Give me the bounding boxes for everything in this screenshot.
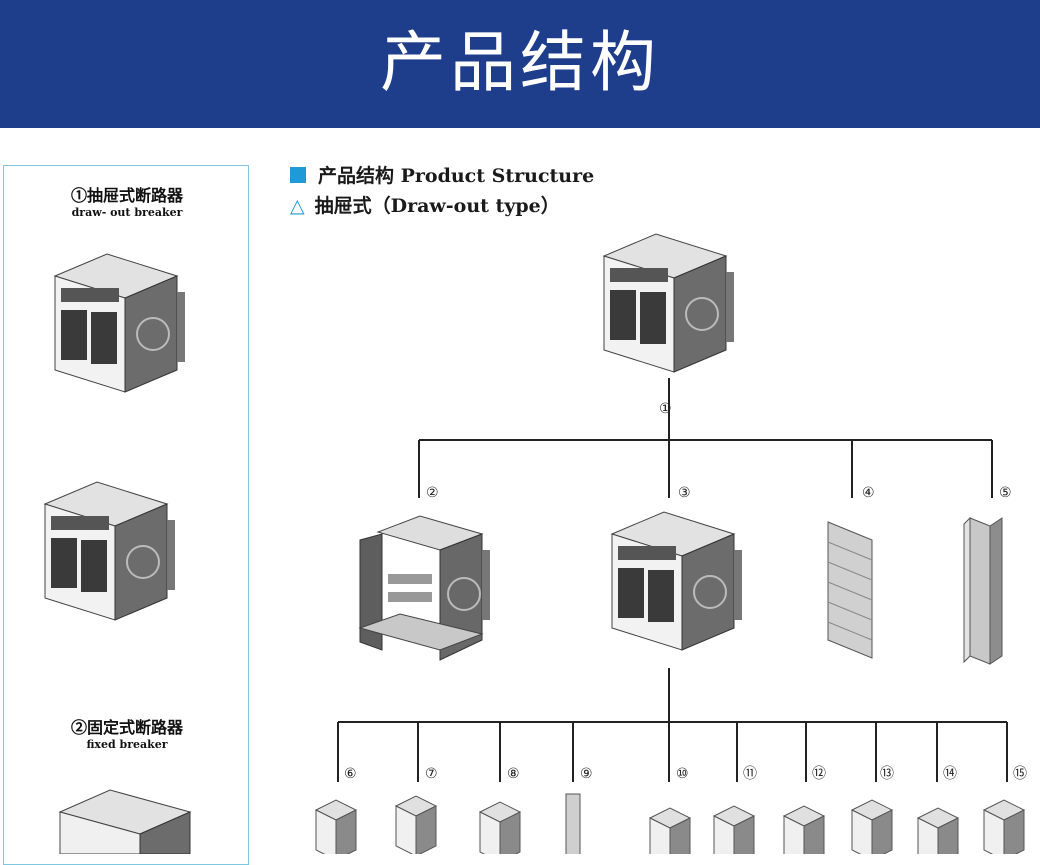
legend-type: △抽屉式（Draw-out type）	[290, 195, 560, 217]
node-label: ②	[426, 485, 439, 501]
node-label: ⑧	[507, 766, 520, 782]
drawer-base-icon	[359, 515, 491, 661]
accessory-icon	[783, 805, 825, 854]
side-panel: ①抽屉式断路器 draw- out breaker ②固定式断路器 fixed …	[3, 165, 249, 865]
node-label: ⑩	[676, 766, 689, 782]
node-label: ⑦	[425, 766, 438, 782]
side-label-fixed: ②固定式断路器 fixed breaker	[70, 718, 183, 751]
accessory-icon	[851, 799, 893, 854]
node-label: ⑥	[344, 766, 357, 782]
breaker-fixed-icon	[58, 789, 192, 854]
breaker-body-icon	[611, 511, 743, 651]
accessory-icon	[565, 793, 581, 854]
square-icon	[290, 167, 306, 183]
accessory-icon	[479, 801, 521, 854]
page-title: 产品结构	[380, 24, 660, 101]
accessory-icon	[315, 799, 357, 854]
node-label: ④	[862, 485, 875, 501]
shutter-plate-icon	[827, 521, 873, 659]
triangle-icon: △	[290, 195, 305, 217]
node-label: ⑤	[999, 485, 1012, 501]
accessory-icon	[917, 807, 959, 854]
accessory-icon	[395, 795, 437, 854]
side-label-drawout: ①抽屉式断路器 draw- out breaker	[70, 186, 183, 219]
breaker-drawout-icon	[603, 233, 735, 373]
legend-structure: 产品结构 Product Structure	[290, 164, 594, 188]
tree-lines-level2	[418, 378, 993, 498]
node-label: ⑭	[943, 766, 957, 782]
accessory-icon	[983, 799, 1025, 854]
tree-lines-level3	[337, 668, 1008, 782]
accessory-icon	[713, 805, 755, 854]
node-label: ⑫	[812, 766, 826, 782]
accessory-icon	[649, 807, 691, 854]
breaker-fixed-icon	[44, 481, 176, 621]
node-label: ⑮	[1013, 766, 1027, 782]
breaker-drawout-icon	[54, 253, 186, 393]
node-label: ⑪	[743, 766, 757, 782]
node-label: ③	[678, 485, 691, 501]
page-header: 产品结构	[0, 0, 1040, 128]
node-label: ⑨	[580, 766, 593, 782]
rail-icon	[963, 517, 1003, 665]
node-label: ⑬	[880, 766, 894, 782]
